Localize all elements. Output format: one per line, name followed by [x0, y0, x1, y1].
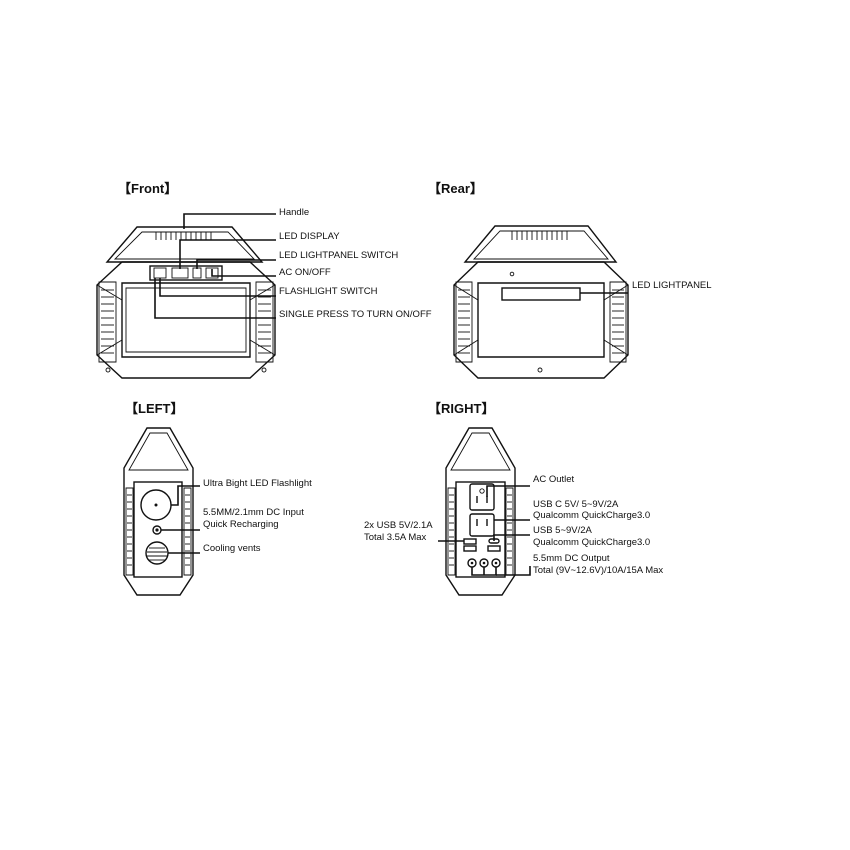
- cooling-vent-icon: [145, 541, 169, 565]
- led-display-icon: [171, 267, 189, 279]
- front-device: [96, 226, 276, 379]
- usb-a-port-2-icon: [463, 545, 477, 552]
- left-leaders: [161, 485, 200, 554]
- lightpanel-switch-icon[interactable]: [192, 267, 202, 279]
- cooling-vents-label: Cooling vents: [203, 543, 261, 554]
- dc-input-label-1: 5.5MM/2.1mm DC Input: [203, 507, 304, 518]
- right-view: 【RIGHT】: [364, 401, 663, 596]
- right-device: [445, 427, 516, 596]
- rear-device: [453, 225, 629, 379]
- flashlight-label: Ultra Bight LED Flashlight: [203, 478, 312, 489]
- led-lightpanel-switch-label: LED LIGHTPANEL SWITCH: [279, 250, 398, 261]
- ac-outlet-label: AC Outlet: [533, 474, 575, 485]
- usb-label-2: Qualcomm QuickCharge3.0: [533, 537, 650, 548]
- ac-outlet-2-icon: [469, 513, 495, 537]
- handle-label: Handle: [279, 207, 309, 218]
- right-title: 【RIGHT】: [428, 401, 494, 416]
- left-view: 【LEFT】: [123, 401, 312, 596]
- front-title: 【Front】: [118, 181, 177, 196]
- rear-view: 【Rear】: [428, 181, 712, 379]
- ac-switch-icon[interactable]: [205, 267, 219, 279]
- usb-qc-port-icon: [487, 545, 501, 552]
- front-leaders: [154, 213, 276, 319]
- dc-output-label-2: Total (9V~12.6V)/10A/15A Max: [533, 565, 663, 576]
- usbc-label-1: USB C 5V/ 5~9V/2A: [533, 499, 619, 510]
- usb-a-port-icon: [463, 538, 477, 545]
- led-display-label: LED DISPLAY: [279, 231, 340, 242]
- led-lightpanel-label: LED LIGHTPANEL: [632, 280, 712, 291]
- flashlight-switch-label: FLASHLIGHT SWITCH: [279, 286, 378, 297]
- single-press-label: SINGLE PRESS TO TURN ON/OFF: [279, 309, 432, 320]
- rear-title: 【Rear】: [428, 181, 483, 196]
- ac-onoff-label: AC ON/OFF: [279, 267, 331, 278]
- left-device: [123, 427, 194, 596]
- led-lightpanel-bar: [501, 287, 581, 301]
- usb-label-1: USB 5~9V/2A: [533, 525, 593, 536]
- dc-output-label-1: 5.5mm DC Output: [533, 553, 610, 564]
- usb2x-label-2: Total 3.5A Max: [364, 532, 427, 543]
- front-view: 【Front】: [96, 181, 432, 379]
- flashlight-switch-icon[interactable]: [153, 267, 167, 279]
- ac-outlet-icon: [469, 483, 495, 511]
- dc-input-label-2: Quick Recharging: [203, 519, 279, 530]
- left-title: 【LEFT】: [125, 401, 184, 416]
- right-leaders: [438, 485, 531, 576]
- usb2x-label-1: 2x USB 5V/2.1A: [364, 520, 433, 531]
- usbc-label-2: Qualcomm QuickCharge3.0: [533, 510, 650, 521]
